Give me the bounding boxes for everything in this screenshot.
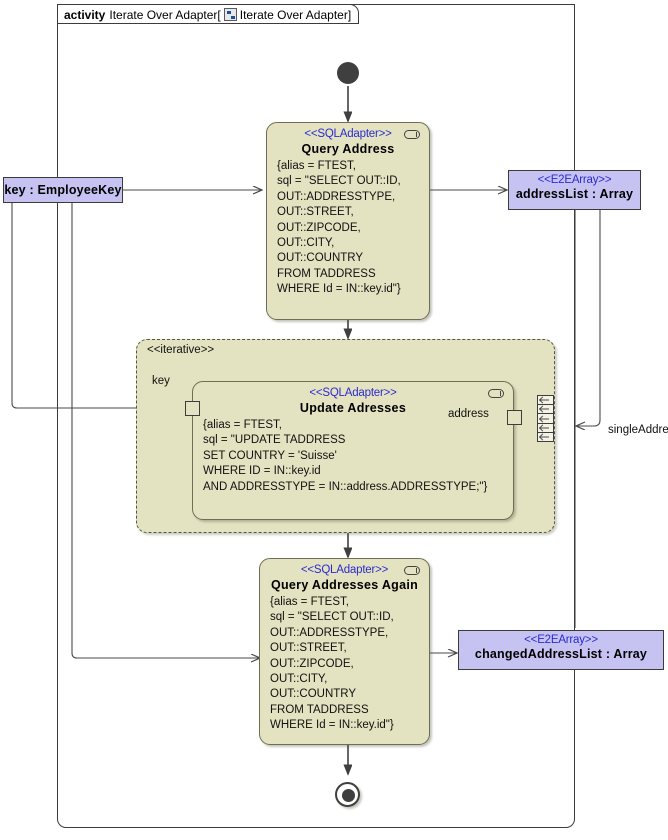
action-stereotype: <<SQLAdapter>> (300, 564, 389, 576)
expansion-cell (538, 405, 553, 415)
object-node-changed-address-list[interactable]: <<E2EArray>> changedAddressList : Array (458, 630, 664, 670)
object-label: addressList : Array (515, 187, 634, 201)
action-body: {alias = FTEST, sql = "UPDATE TADDRESS S… (203, 419, 488, 493)
object-node-address-list[interactable]: <<E2EArray>> addressList : Array (508, 170, 641, 210)
output-pin-address[interactable] (507, 410, 522, 425)
expansion-cell (538, 396, 553, 406)
expansion-cell (538, 424, 553, 433)
action-stereotype: <<SQLAdapter>> (309, 387, 397, 399)
rake-icon (404, 566, 420, 575)
expansion-cell (538, 414, 553, 424)
frame-bracket-close: ] (347, 7, 352, 22)
activity-final-node[interactable] (335, 782, 360, 807)
action-body: {alias = FTEST, sql = "SELECT OUT::ID, O… (270, 596, 394, 732)
frame-name: Iterate Over Adapter (109, 7, 218, 22)
object-node-key[interactable]: key : EmployeeKey (3, 177, 123, 203)
object-stereotype: <<E2EArray>> (537, 174, 612, 186)
single-address-label: singleAddress (608, 424, 668, 436)
expansion-cell (538, 433, 553, 441)
object-stereotype: <<E2EArray>> (524, 634, 598, 646)
final-node-core (342, 789, 355, 802)
activity-diagram-icon (223, 8, 237, 21)
rake-icon (404, 130, 420, 139)
input-pin-key[interactable] (185, 401, 200, 416)
action-query-address[interactable]: <<SQLAdapter>> Query Address {alias = FT… (266, 122, 430, 320)
action-name: Query Addresses Again (270, 578, 419, 592)
object-label: changedAddressList : Array (474, 647, 648, 661)
frame-diagram-ref: Iterate Over Adapter (239, 7, 348, 22)
region-stereotype: <<iterative>> (147, 344, 215, 356)
action-query-addresses-again[interactable]: <<SQLAdapter>> Query Addresses Again {al… (259, 558, 430, 745)
activity-frame-title-tab[interactable]: activity Iterate Over Adapter [ Iterate … (57, 4, 360, 24)
output-pin-address-label: address (448, 408, 489, 420)
rake-icon (488, 389, 504, 398)
action-name: Update Adresses (299, 401, 407, 415)
action-body: {alias = FTEST, sql = "SELECT OUT::ID, O… (277, 160, 401, 296)
action-stereotype: <<SQLAdapter>> (304, 128, 392, 140)
input-pin-key-label: key (152, 375, 170, 387)
action-update-addresses[interactable]: <<SQLAdapter>> Update Adresses {alias = … (192, 381, 514, 520)
initial-node[interactable] (337, 62, 359, 84)
frame-keyword: activity (64, 7, 106, 22)
object-label: key : EmployeeKey (4, 183, 122, 197)
action-name: Query Address (301, 142, 395, 156)
expansion-node[interactable] (537, 395, 554, 442)
frame-bracket-open: [ (217, 7, 221, 22)
